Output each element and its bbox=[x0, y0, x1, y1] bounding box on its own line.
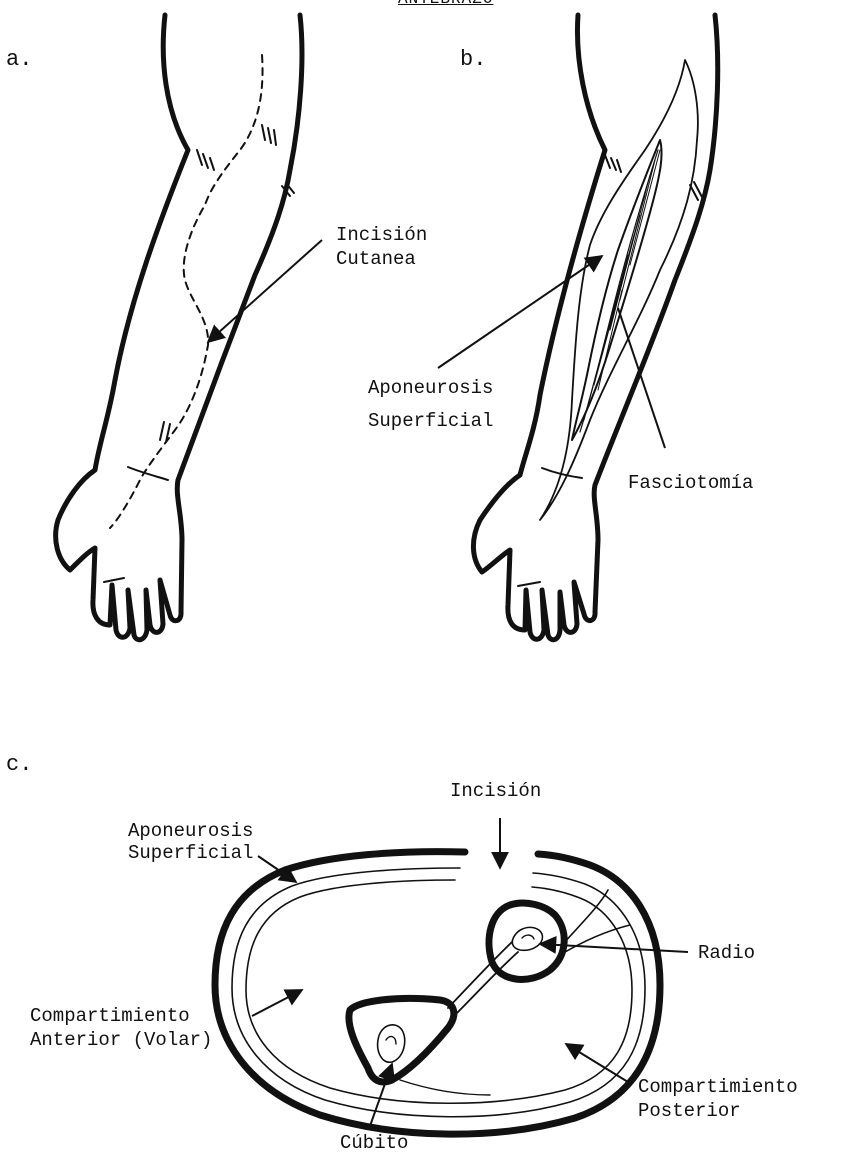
aponeurosis-b-arrow bbox=[438, 256, 602, 368]
fasciotomy-label: Fasciotomía bbox=[628, 470, 753, 496]
aponeurosis-b-label-line1: Aponeurosis bbox=[368, 375, 493, 401]
panel-b-letter: b. bbox=[460, 47, 486, 73]
arm-a-drawing bbox=[56, 15, 302, 640]
radio-label: Radio bbox=[698, 940, 755, 966]
anterior-compartment-label-line1: Compartimiento bbox=[30, 1003, 190, 1029]
panel-c-letter: c. bbox=[6, 752, 32, 778]
aponeurosis-ring-inner bbox=[246, 880, 632, 1103]
aponeurosis-ring-outer bbox=[232, 868, 645, 1117]
posterior-compartment-label-line2: Posterior bbox=[638, 1098, 741, 1124]
figure-heading: ANTEBRAZO bbox=[398, 0, 493, 12]
arm-b-outline bbox=[473, 15, 717, 640]
anterior-compartment-arrow bbox=[252, 990, 302, 1016]
arm-a-outline bbox=[56, 15, 302, 640]
cross-section-drawing bbox=[215, 852, 660, 1135]
aponeurosis-b-label-line2: Superficial bbox=[368, 408, 493, 434]
posterior-compartment-label-line1: Compartimiento bbox=[638, 1074, 798, 1100]
aponeurosis-c-label-line2: Superficial bbox=[128, 840, 253, 866]
panel-a-letter: a. bbox=[6, 47, 32, 73]
incision-cutanea-label-line2: Cutanea bbox=[336, 246, 416, 272]
cubito-label: Cúbito bbox=[340, 1130, 408, 1156]
incision-label: Incisión bbox=[450, 778, 541, 804]
incision-cutanea-label-line1: Incisión bbox=[336, 222, 427, 248]
ulna-bone bbox=[349, 998, 454, 1081]
arm-b-drawing bbox=[473, 15, 717, 640]
anterior-compartment-label-line2: Anterior (Volar) bbox=[30, 1027, 212, 1053]
